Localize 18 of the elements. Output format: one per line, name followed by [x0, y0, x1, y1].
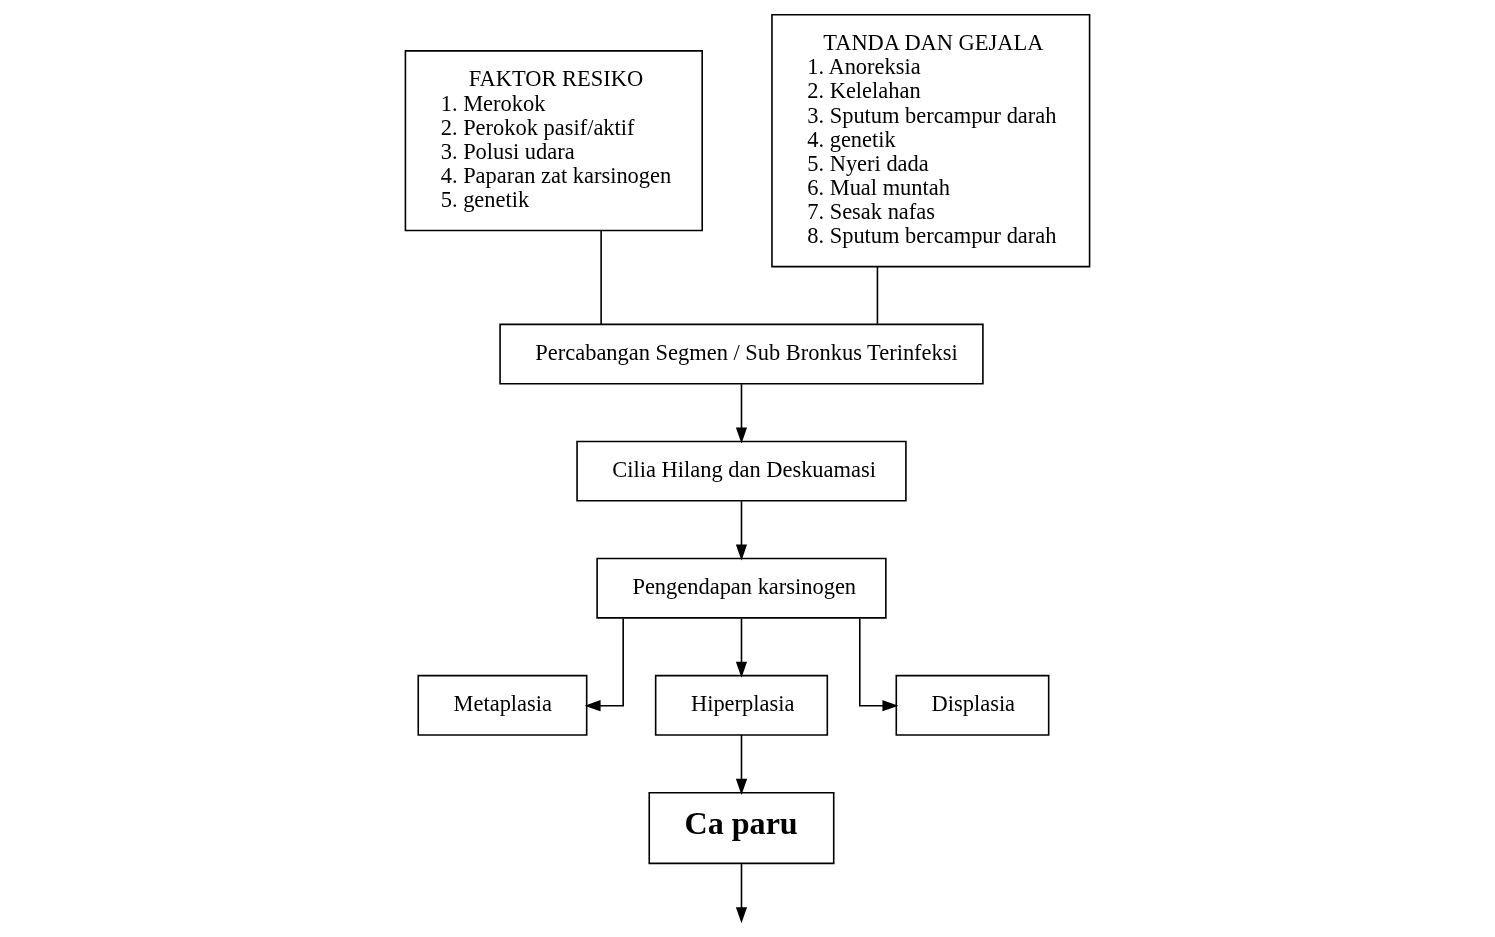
arrow	[735, 383, 748, 444]
node-box: Pengendapan karsinogen	[596, 557, 887, 619]
node-box: Metaplasia	[417, 674, 588, 736]
node-box: Percabangan Segmen / Sub Bronkus Terinfeksi	[499, 323, 984, 385]
node-box: FAKTOR RESIKO 1. Merokok 2. Perokok pasif/aktif 3. Polusi udara 4. Paparan zat karsinogen 5. genetik	[404, 50, 703, 232]
arrow	[859, 617, 899, 712]
node-box: Hiperplasia	[654, 674, 829, 736]
arrow	[584, 617, 624, 712]
arrow	[735, 617, 748, 678]
arrow	[735, 500, 748, 561]
node-box: TANDA DAN GEJALA 1. Anoreksia 2. Kelelahan 3. Sputum bercampur darah 4. genetik 5. Nyeri dada 6. Mual muntah 7. Sesak nafas 8. Sputum bercampur darah	[771, 13, 1091, 268]
arrow	[735, 734, 748, 795]
arrow	[735, 862, 748, 924]
node-box: Cilia Hilang dan Deskuamasi	[576, 440, 907, 502]
connector	[876, 265, 879, 325]
node-box: Displasia	[895, 674, 1050, 736]
node-box: Ca paru	[648, 791, 835, 865]
connector	[600, 229, 602, 325]
